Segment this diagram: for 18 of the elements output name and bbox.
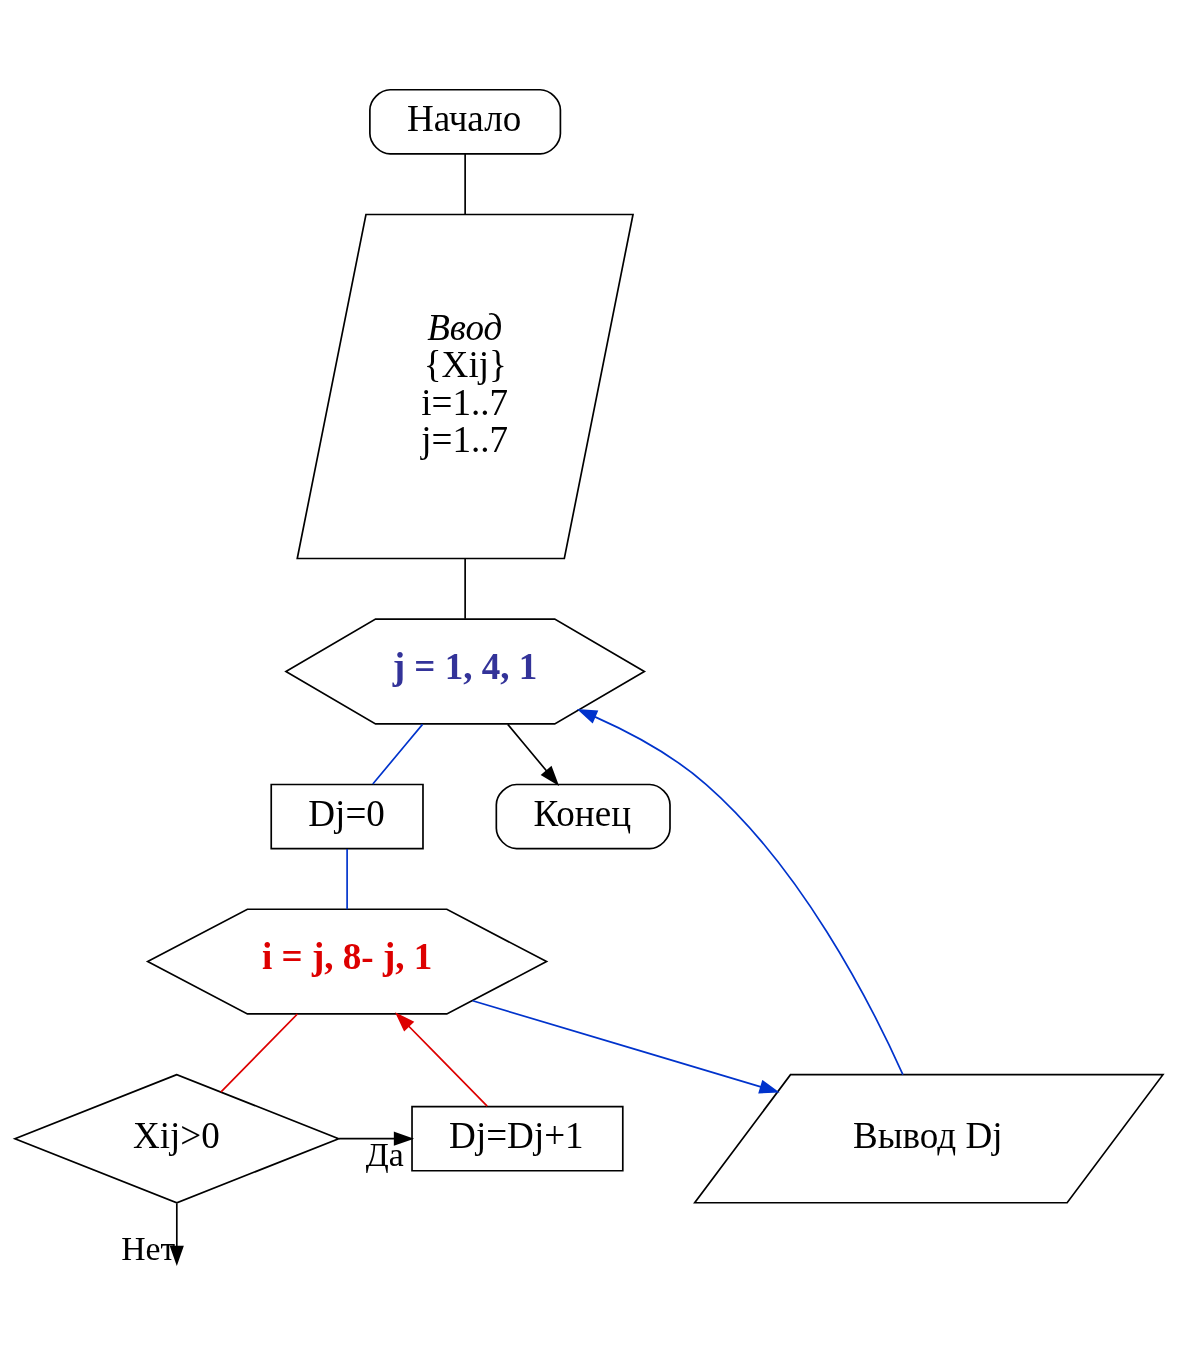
connector xyxy=(464,557,466,619)
node-box: Конец xyxy=(495,783,671,849)
arrow xyxy=(506,723,560,786)
node-box: Начало xyxy=(369,88,562,155)
arrow xyxy=(471,999,780,1093)
arrow xyxy=(338,1131,415,1146)
node-diamond: Xij>0 xyxy=(12,1073,341,1204)
connector xyxy=(464,152,466,215)
edge-label: Да xyxy=(365,1135,404,1173)
node-box: Dj=Dj+1 xyxy=(411,1105,624,1172)
arrow xyxy=(169,1202,184,1266)
connector xyxy=(220,1012,299,1093)
connector xyxy=(346,847,348,910)
connector xyxy=(371,723,424,785)
node-box: Dj=0 xyxy=(270,783,424,849)
edge-label: Нет xyxy=(121,1229,176,1267)
arrow xyxy=(395,1011,488,1107)
arrow xyxy=(576,708,904,1075)
